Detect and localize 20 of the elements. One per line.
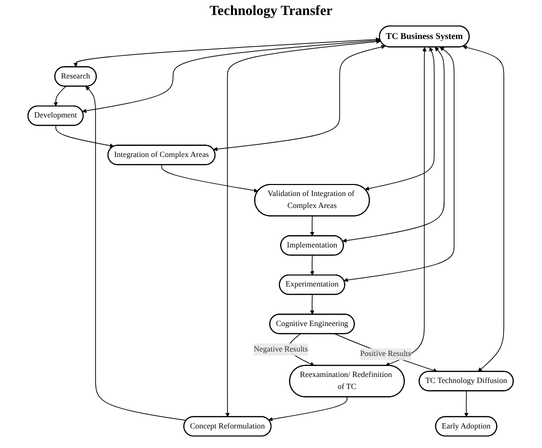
arrow	[463, 45, 505, 372]
arrow	[56, 125, 115, 148]
arrow	[162, 164, 259, 193]
arrow	[214, 44, 386, 152]
arrow	[54, 86, 67, 106]
arrow	[464, 390, 469, 418]
arrow	[226, 39, 382, 418]
diagram-title: Technology Transfer	[208, 4, 334, 20]
arrow	[342, 47, 445, 243]
arrow	[74, 37, 380, 68]
arrow	[334, 334, 438, 372]
arrow	[310, 294, 315, 315]
arrow	[310, 216, 315, 236]
arrow	[386, 47, 427, 366]
arrow	[82, 38, 381, 113]
arrow	[86, 86, 188, 421]
arrow	[365, 47, 435, 191]
arrow	[268, 396, 348, 422]
arrow	[344, 47, 455, 282]
arrow	[310, 254, 315, 276]
